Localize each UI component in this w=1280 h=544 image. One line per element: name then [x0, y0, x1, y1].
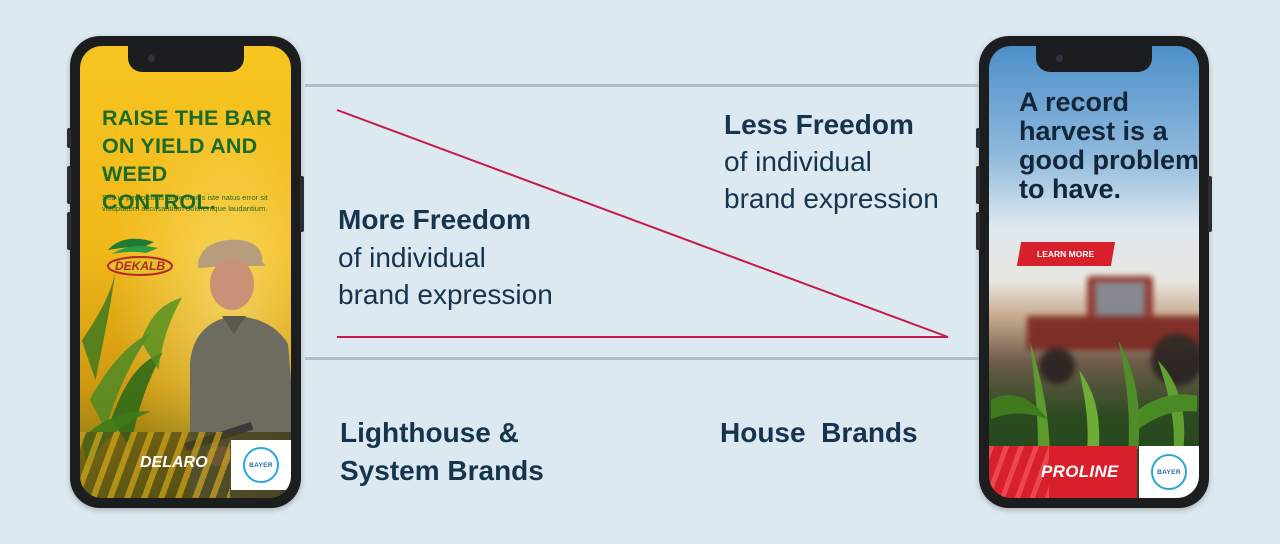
bayer-logo-text: BAYER [1157, 468, 1181, 476]
bayer-logo-box: BAYER [231, 440, 291, 490]
right-phone-footer-bar: PROLINE [989, 446, 1137, 498]
dekalb-logo: DEKALB [107, 238, 173, 276]
ad-body-text: Sed ut perspiciatis unde omnis iste natu… [102, 193, 268, 213]
bayer-logo-icon: BAYER [243, 447, 279, 483]
lighthouse-label-line2: System Brands [340, 455, 544, 486]
more-freedom-line2: brand expression [338, 279, 553, 310]
more-freedom-title: More Freedom [338, 204, 531, 235]
phone-notch [1036, 46, 1152, 72]
right-phone-mockup: A record harvest is a good problem to ha… [976, 36, 1212, 508]
tractor-illustration [1027, 276, 1199, 386]
bayer-logo-icon: BAYER [1151, 454, 1187, 490]
more-freedom-line1: of individual [338, 242, 486, 273]
top-divider-line [305, 84, 979, 87]
ad-headline: RAISE THE BAR ON YIELD AND WEED CONTROL. [102, 106, 272, 214]
bottom-divider-line [305, 357, 979, 360]
less-freedom-line2: brand expression [724, 183, 939, 214]
less-freedom-title: Less Freedom [724, 109, 914, 140]
proline-logo: PROLINE [1041, 462, 1119, 481]
lighthouse-label-line1: Lighthouse & [340, 417, 519, 448]
bayer-logo-text: BAYER [249, 461, 273, 469]
corn-field-illustration [990, 340, 1198, 449]
left-phone-mockup: RAISE THE BAR ON YIELD AND WEED CONTROL.… [67, 36, 304, 508]
left-phone-screen: RAISE THE BAR ON YIELD AND WEED CONTROL.… [80, 46, 291, 498]
dekalb-logo-text: DEKALB [115, 259, 165, 273]
house-brands-label: House Brands [720, 417, 918, 448]
delaro-logo: DELARO [140, 454, 208, 471]
bayer-logo-box: BAYER [1139, 446, 1199, 498]
left-phone-footer-bar: DELARO BAYER [80, 432, 291, 498]
ad-headline: A record harvest is a good problem to ha… [1019, 87, 1199, 204]
phone-notch [127, 46, 244, 72]
right-phone-screen: A record harvest is a good problem to ha… [989, 46, 1199, 498]
less-freedom-line1: of individual [724, 146, 872, 177]
